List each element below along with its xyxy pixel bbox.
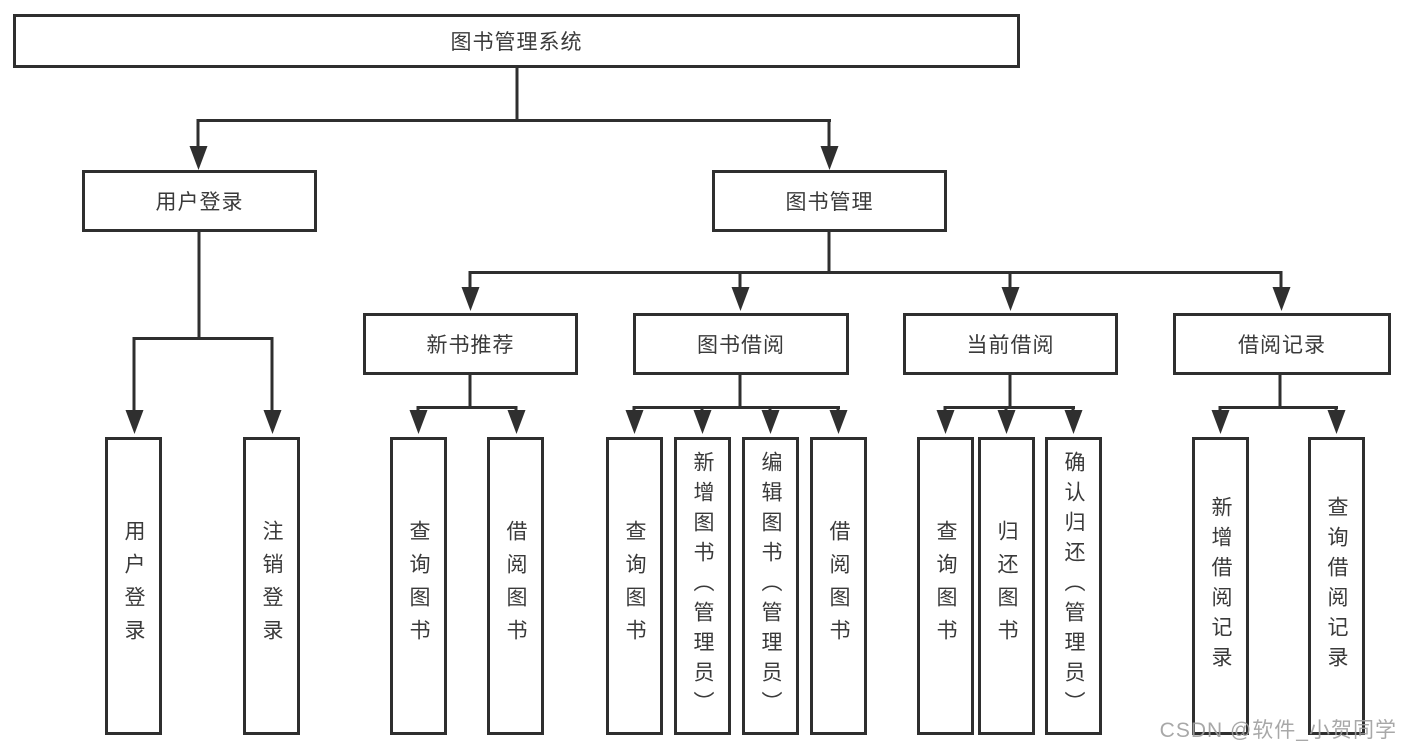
arrow-to-login-leaf (125, 337, 143, 434)
connector-borrowing-hline (633, 406, 840, 409)
connector-current-stem (1008, 375, 1012, 409)
leaf-query-books-current: 查询图书 (917, 437, 974, 735)
arrow-to-new-book-recommendation (461, 271, 479, 311)
arrow-to-current-borrowing (1001, 271, 1019, 311)
node-book-borrowing: 图书借阅 (633, 313, 849, 375)
arrow-to-query-books-1 (409, 406, 427, 434)
connector-book-management-hline (469, 271, 1282, 274)
node-current-borrowing: 当前借阅 (903, 313, 1118, 375)
arrow-to-edit-book (761, 406, 779, 434)
arrow-to-return-books (997, 406, 1015, 434)
leaf-edit-book-admin: 编辑图书（管理员） (742, 437, 799, 735)
leaf-add-borrow-record: 新增借阅记录 (1192, 437, 1249, 735)
leaf-borrow-books-recommendation: 借阅图书 (487, 437, 544, 735)
node-borrowing-records: 借阅记录 (1173, 313, 1391, 375)
connector-records-hline (1219, 406, 1338, 409)
connector-current-hline (944, 406, 1075, 409)
leaf-query-borrow-record: 查询借阅记录 (1308, 437, 1365, 735)
arrow-to-user-login (189, 119, 207, 170)
connector-root-hline (197, 119, 831, 122)
arrow-to-book-management (820, 119, 838, 170)
node-book-management: 图书管理 (712, 170, 947, 232)
leaf-query-books-recommendation: 查询图书 (390, 437, 447, 735)
arrow-to-add-borrow-record (1211, 406, 1229, 434)
leaf-borrow-books-borrowing: 借阅图书 (810, 437, 867, 735)
node-user-login: 用户登录 (82, 170, 317, 232)
arrow-to-borrow-books-2 (829, 406, 847, 434)
leaf-user-login: 用户登录 (105, 437, 162, 735)
connector-new-book-stem (468, 375, 472, 409)
leaf-logout: 注销登录 (243, 437, 300, 735)
node-new-book-recommendation: 新书推荐 (363, 313, 578, 375)
arrow-to-add-book (693, 406, 711, 434)
arrow-to-query-books-3 (936, 406, 954, 434)
leaf-query-books-borrowing: 查询图书 (606, 437, 663, 735)
connector-new-book-hline (417, 406, 517, 409)
arrow-to-query-books-2 (625, 406, 643, 434)
connector-records-stem (1278, 375, 1282, 409)
connector-book-management-stem (827, 232, 831, 274)
arrow-to-query-borrow-record (1327, 406, 1345, 434)
connector-root-stem (515, 68, 519, 122)
arrow-to-logout-leaf (263, 337, 281, 434)
leaf-return-books: 归还图书 (978, 437, 1035, 735)
leaf-confirm-return-admin: 确认归还（管理员） (1045, 437, 1102, 735)
arrow-to-borrowing-records (1272, 271, 1290, 311)
arrow-to-book-borrowing (731, 271, 749, 311)
arrow-to-confirm-return (1064, 406, 1082, 434)
connector-user-login-stem (197, 232, 201, 340)
connector-borrowing-stem (738, 375, 742, 409)
arrow-to-borrow-books-1 (507, 406, 525, 434)
leaf-add-book-admin: 新增图书（管理员） (674, 437, 731, 735)
csdn-watermark: CSDN @软件_小贺同学 (1159, 719, 1397, 742)
connector-user-login-hline (133, 337, 273, 340)
node-library-management-system: 图书管理系统 (13, 14, 1020, 68)
